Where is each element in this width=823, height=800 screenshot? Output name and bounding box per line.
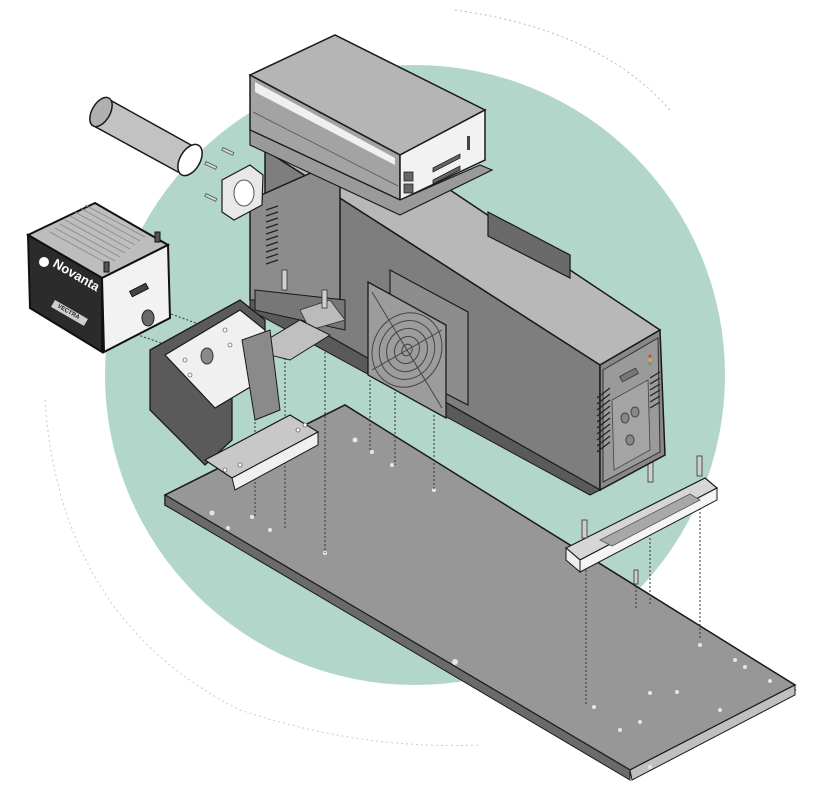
dotted-orbit-arc bbox=[454, 9, 671, 111]
cooling-fan-rear bbox=[487, 211, 571, 279]
beam-tube bbox=[89, 96, 203, 177]
cooling-fan-front bbox=[367, 268, 469, 420]
fan-grille-icon bbox=[371, 291, 443, 409]
dotted-orbit-arc bbox=[44, 399, 481, 747]
vent-slots-icon bbox=[596, 371, 661, 453]
rear-rail-mount bbox=[564, 455, 719, 585]
controller-box bbox=[248, 34, 494, 216]
scan-head-bracket bbox=[149, 299, 332, 491]
novanta-logo-icon bbox=[39, 257, 49, 267]
tube-flange bbox=[204, 147, 264, 221]
base-plate bbox=[163, 404, 797, 781]
scan-head: Novanta VECTRA bbox=[25, 201, 172, 354]
